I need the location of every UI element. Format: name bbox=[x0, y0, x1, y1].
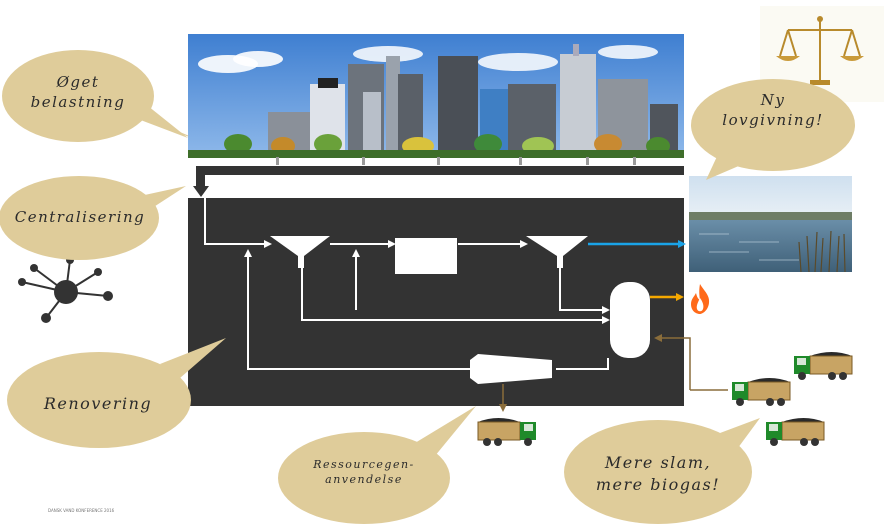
dewatering-centrifuge bbox=[470, 354, 552, 384]
bubble-ressource-line1: Ressourcegen- bbox=[313, 458, 415, 471]
primary-clarifier bbox=[270, 236, 330, 268]
bubble-mere-line2: mere biogas! bbox=[595, 474, 721, 494]
bubble-oget-text: Øget belastning bbox=[22, 72, 134, 113]
bubble-ny-text: Ny lovgivning! bbox=[707, 90, 839, 131]
scale-of-justice-icon bbox=[760, 6, 884, 102]
biological-tank bbox=[395, 238, 457, 274]
truck-icon bbox=[730, 374, 792, 412]
bubble-mere-line1: Mere slam, bbox=[604, 453, 712, 472]
digester-tank bbox=[610, 282, 650, 358]
bubble-ny-line2: lovgivning! bbox=[722, 111, 824, 130]
footer-note: DANSK VAND KONFERENCE 2016 bbox=[48, 508, 115, 513]
bubble-ny-line1: Ny bbox=[760, 91, 786, 109]
city-skyline-image bbox=[188, 34, 684, 158]
truck-icon bbox=[792, 348, 854, 386]
network-hub-icon bbox=[16, 252, 116, 328]
secondary-clarifier bbox=[526, 236, 588, 268]
bubble-mere-text: Mere slam, mere biogas! bbox=[578, 452, 738, 495]
lake-image bbox=[689, 176, 852, 272]
bubble-renovering-text: Renovering bbox=[43, 394, 153, 413]
bubble-oget-line1: Øget bbox=[56, 73, 100, 91]
bubble-centralisering-text: Centralisering bbox=[14, 208, 146, 226]
bubble-oget-line2: belastning bbox=[30, 93, 126, 112]
truck-icon bbox=[764, 414, 826, 452]
truck-icon bbox=[476, 414, 538, 452]
bubble-ressource-text: Ressourcegen- anvendelse bbox=[294, 458, 434, 488]
flame-icon bbox=[688, 282, 712, 316]
bubble-ressource-line2: anvendelse bbox=[325, 472, 403, 486]
